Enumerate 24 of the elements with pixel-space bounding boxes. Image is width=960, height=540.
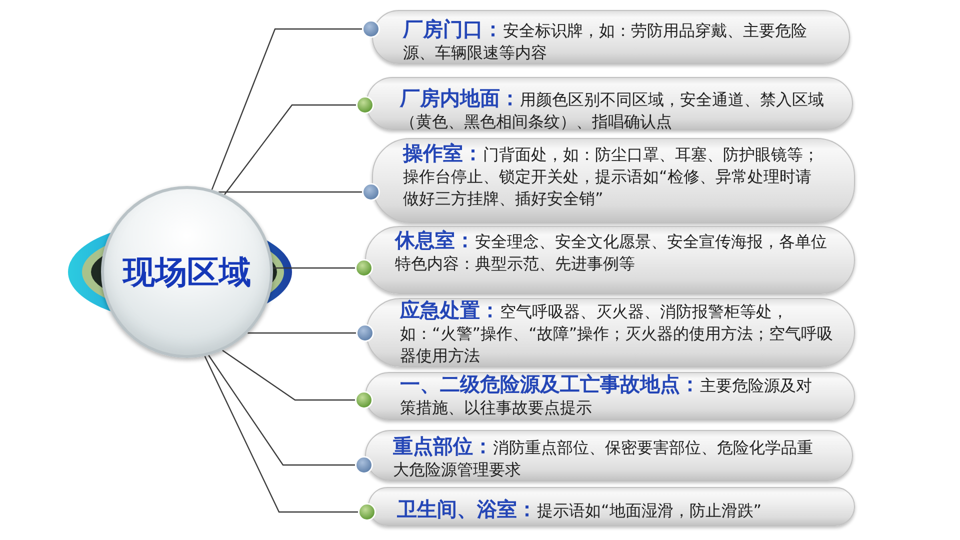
topic-panel	[362, 10, 850, 64]
topic-description: 一、二级危险源及工亡事故地点：主要危险源及对策措施、以往事故要点提示	[400, 373, 813, 419]
connector-line	[204, 356, 358, 513]
topic-description: 休息室：安全理念、安全文化愿景、安全宣传海报，各单位特色内容：典型示范、先进事例等	[395, 229, 828, 275]
topic-panel	[362, 138, 855, 223]
topic-panel	[356, 77, 853, 130]
connector-line	[248, 332, 356, 334]
topic-description: 操作室：门背面处，如：防尘口罩、耳塞、防护眼镜等；操作台停止、锁定开关处，提示语如“检修、异常处理时请做好三方挂牌、插好安全销”	[403, 142, 820, 210]
connector-line	[211, 28, 362, 190]
topic-description: 厂房内地面：用颜色区别不同区域，安全通道、禁入区域（黄色、黑色相间条纹）、指唱确认点	[400, 87, 825, 133]
topic-description: 重点部位：消防重点部位、保密要害部位、危险化学品重大危险源管理要求	[393, 435, 814, 481]
topic-description: 卫生间、浴室：提示语如“地面湿滑，防止滑跌”	[397, 498, 763, 522]
topic-panel	[358, 487, 855, 526]
connector-line	[218, 191, 362, 193]
topic-panel	[355, 430, 853, 481]
topic-description: 厂房门口：安全标识牌，如：劳防用品穿戴、主要危险源、车辆限速等内容	[403, 18, 808, 64]
topic-panel	[355, 372, 855, 420]
connector-line	[222, 350, 355, 401]
connector-line	[224, 104, 356, 195]
topic-panel	[355, 226, 855, 294]
connector-line	[272, 267, 355, 269]
topic-description: 应急处置：空气呼吸器、灭火器、消防报警柜等处，如：“火警”操作、“故障”操作；灭火器的使用方法；空气呼吸器使用方法	[400, 299, 834, 367]
hub-title: 现场区域	[123, 253, 251, 291]
connector-line	[208, 354, 355, 466]
